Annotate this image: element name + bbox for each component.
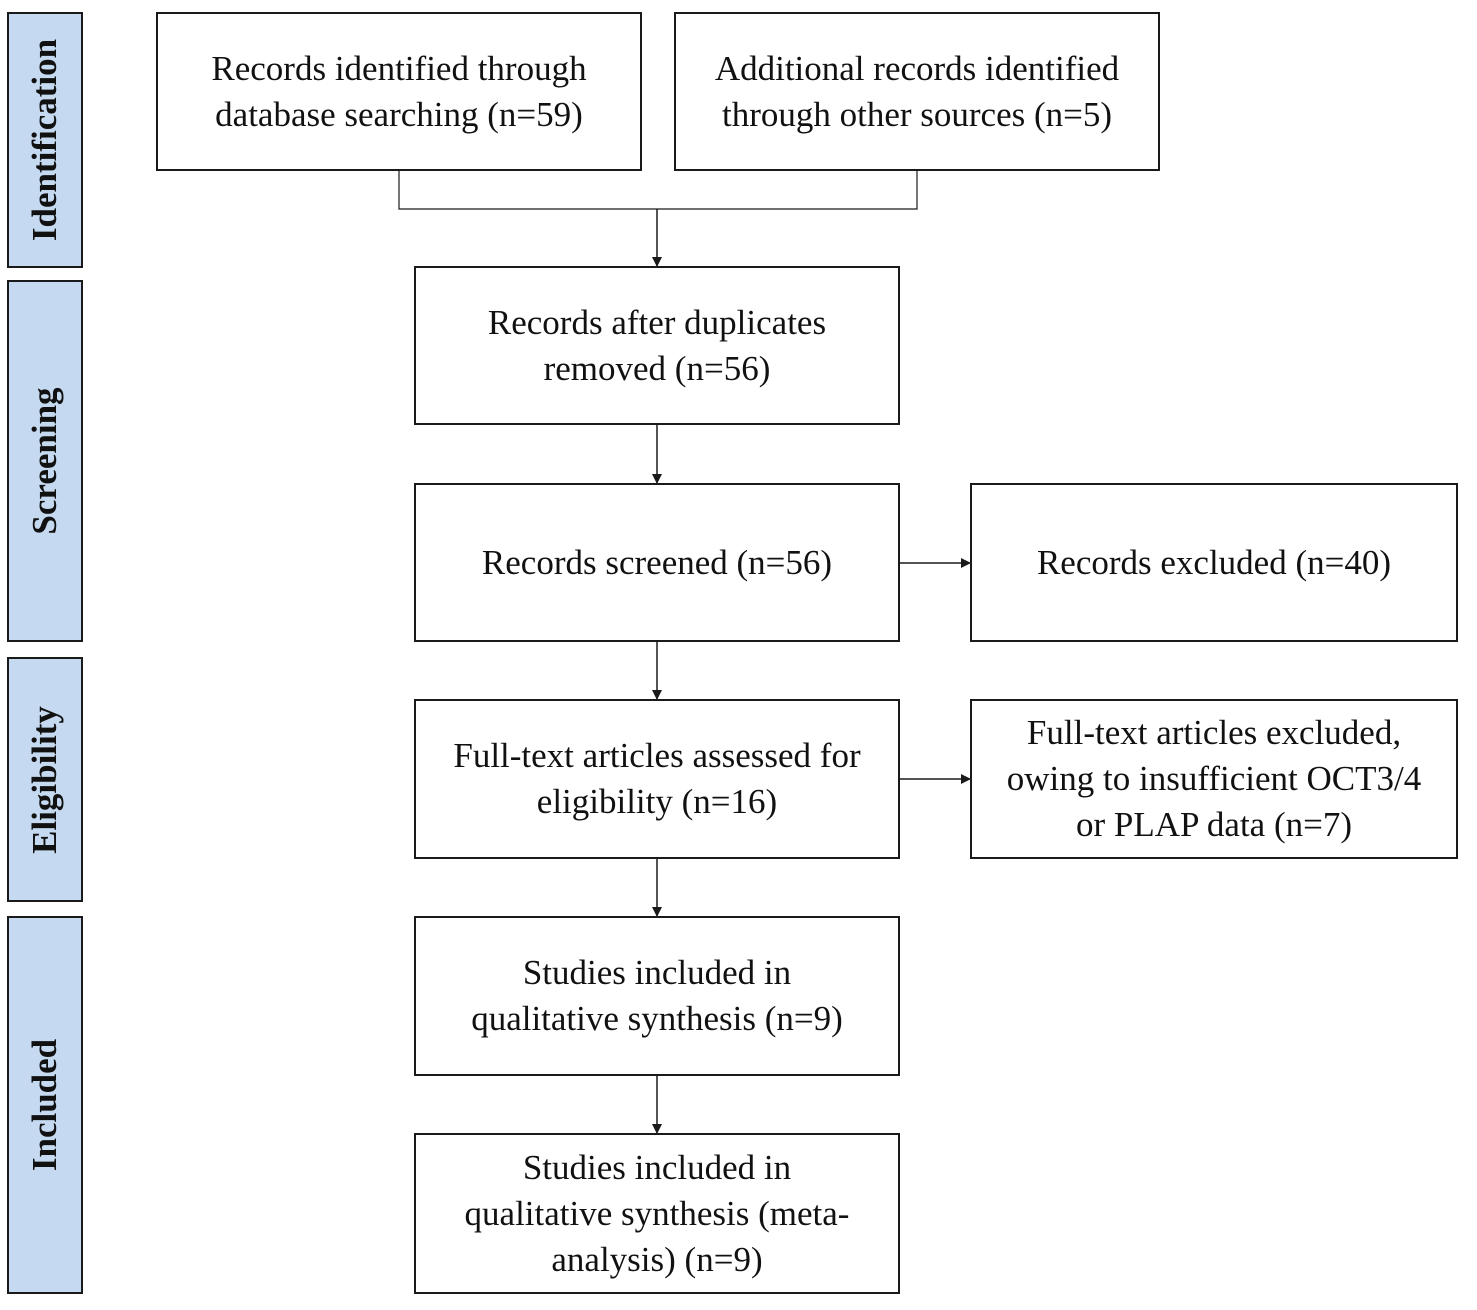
meta-analysis-box: Studies included in qualitative synthesi… (414, 1133, 900, 1294)
after-duplicates-text: Records after duplicates removed (n=56) (487, 302, 827, 388)
screened-text: Records screened (n=56) (481, 542, 833, 582)
phase-eligibility: Eligibility (7, 657, 83, 902)
fulltext-excluded-text: Full-text articles excluded, owing to in… (1006, 713, 1422, 844)
other-records-box: Additional records identified through ot… (674, 12, 1160, 171)
other-records-text: Additional records identified through ot… (714, 48, 1120, 134)
merge-connector (398, 171, 918, 210)
qualitative-text: Studies included in qualitative synthesi… (471, 953, 843, 1038)
excluded-text: Records excluded (n=40) (1036, 542, 1392, 582)
excluded-box: Records excluded (n=40) (970, 483, 1458, 642)
phase-identification: Identification (7, 12, 83, 268)
screened-box: Records screened (n=56) (414, 483, 900, 642)
database-records-box: Records identified through database sear… (156, 12, 642, 171)
after-duplicates-box: Records after duplicates removed (n=56) (414, 266, 900, 425)
fulltext-assessed-box: Full-text articles assessed for eligibil… (414, 699, 900, 859)
qualitative-box: Studies included in qualitative synthesi… (414, 916, 900, 1076)
database-records-text: Records identified through database sear… (211, 48, 587, 134)
phase-screening: Screening (7, 280, 83, 642)
fulltext-assessed-text: Full-text articles assessed for eligibil… (453, 736, 861, 821)
phase-included: Included (7, 916, 83, 1294)
fulltext-excluded-box: Full-text articles excluded, owing to in… (970, 699, 1458, 859)
meta-analysis-text: Studies included in qualitative synthesi… (464, 1147, 850, 1279)
